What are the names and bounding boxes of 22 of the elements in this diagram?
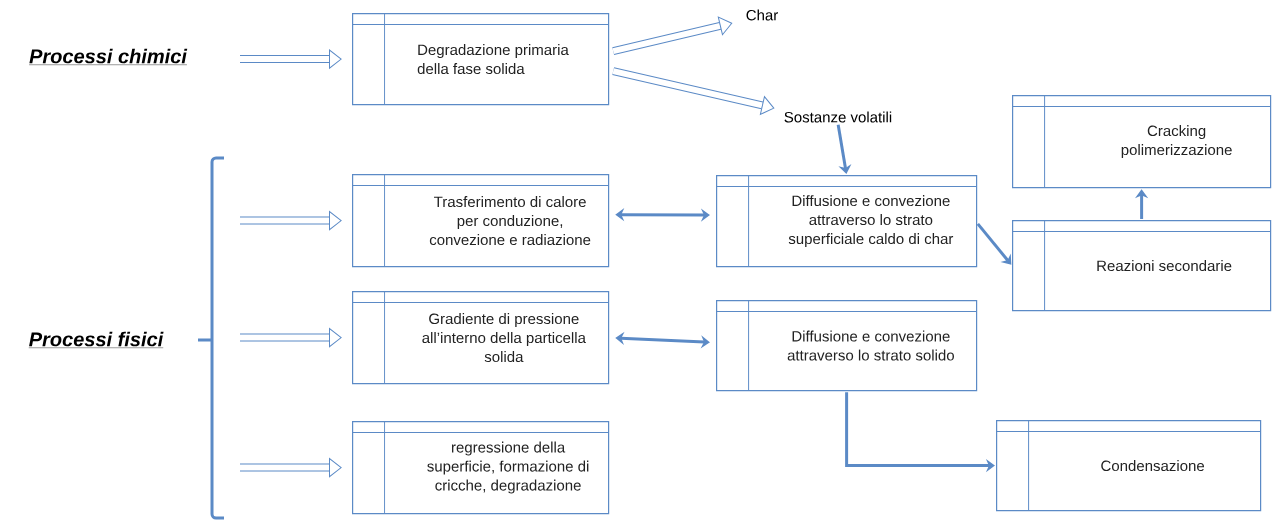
process-box: Degradazione primaria della fase solida xyxy=(352,13,610,106)
double-arrow xyxy=(615,208,710,222)
heading: Processi chimici xyxy=(28,48,188,65)
process-box: regressione della superficie, formazione di cricche, degradazione xyxy=(352,421,610,515)
process-box: Gradiente di pressione all’interno della particella solida xyxy=(352,291,610,385)
hollow-arrow xyxy=(240,458,342,478)
hollow-arrow xyxy=(612,16,733,55)
process-box: Cracking polimerizzazione xyxy=(1012,95,1272,189)
process-box: Diffusione e convezione attraverso lo strato superficiale caldo di char xyxy=(716,175,978,268)
hollow-arrow xyxy=(240,211,342,231)
arrow xyxy=(836,124,852,174)
process-box: Trasferimento di calore per conduzione, convezione e radiazione xyxy=(352,174,610,268)
hollow-arrow xyxy=(612,67,775,115)
arrow xyxy=(976,222,1012,265)
process-box: Reazioni secondarie xyxy=(1012,220,1272,312)
heading: Processi fisici xyxy=(28,331,164,348)
output-label: Char xyxy=(746,9,778,21)
process-box: Diffusione e convezione attraverso lo strato solido xyxy=(716,300,978,392)
process-box: Condensazione xyxy=(996,420,1262,512)
output-label: Sostanze volatili xyxy=(784,111,892,123)
hollow-arrow xyxy=(240,49,342,69)
hollow-arrow xyxy=(240,328,342,348)
